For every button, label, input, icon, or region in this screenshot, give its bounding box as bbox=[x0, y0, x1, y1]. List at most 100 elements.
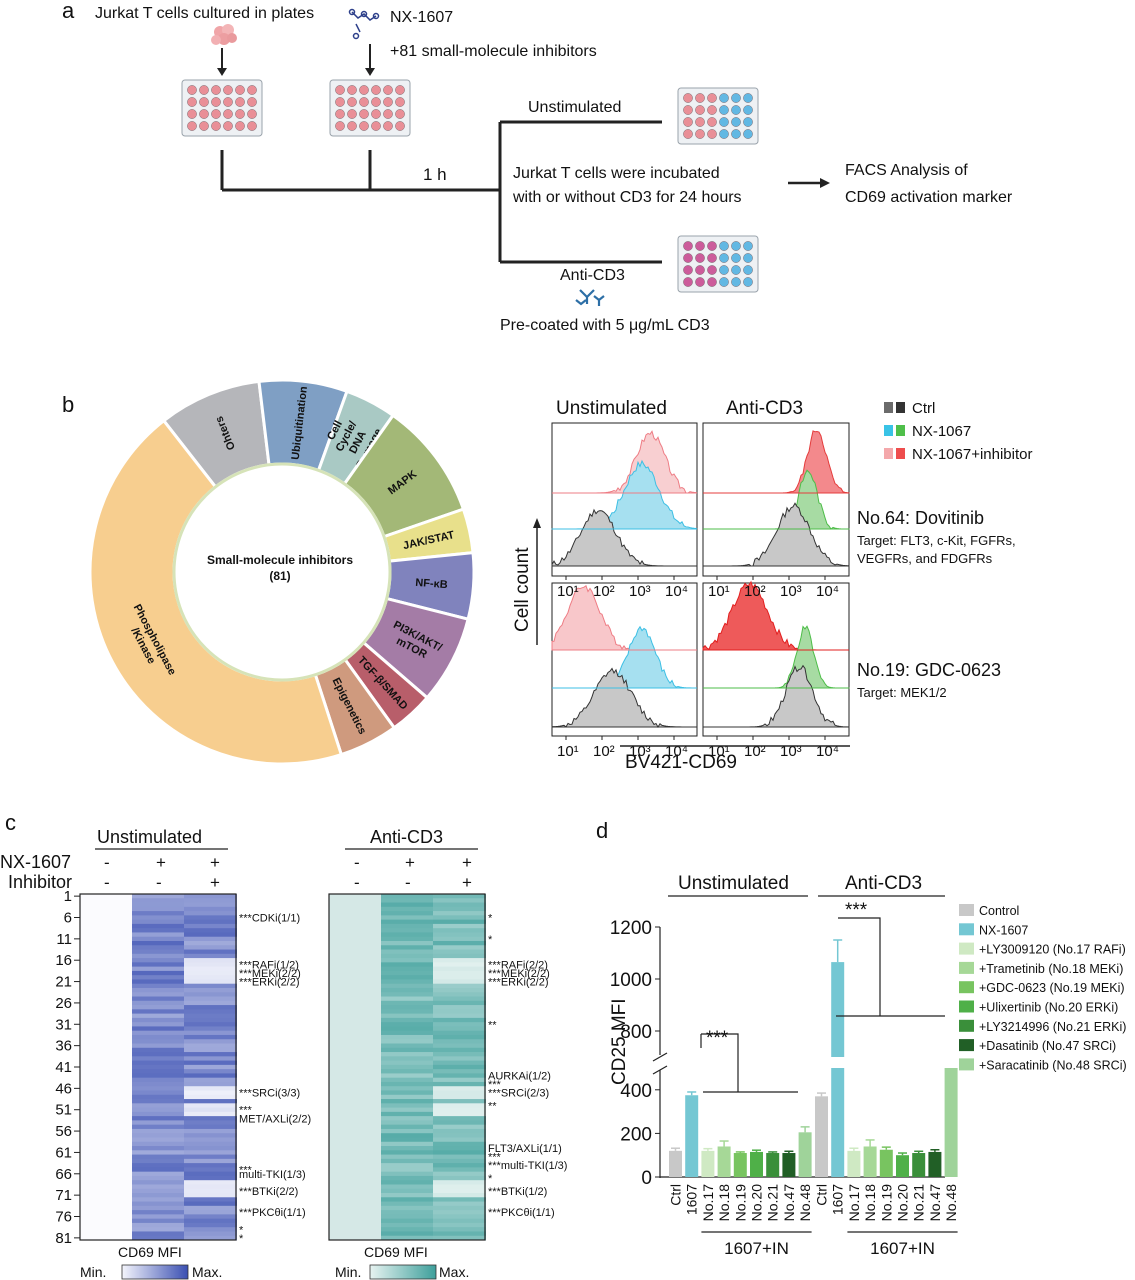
heatmap-cell bbox=[184, 1218, 237, 1224]
inhibitor-sign: - bbox=[156, 873, 162, 892]
plate-well bbox=[347, 109, 357, 119]
plate-well bbox=[347, 85, 357, 95]
heatmap-y-tick: 1 bbox=[64, 888, 72, 905]
bar-title-unstim: Unstimulated bbox=[678, 873, 789, 894]
heatmap-cell bbox=[381, 1137, 434, 1143]
heatmap-cell bbox=[184, 1120, 237, 1126]
plate-well bbox=[211, 85, 221, 95]
heatmap-cell bbox=[433, 992, 486, 998]
heatmap-cell bbox=[132, 1094, 185, 1100]
heatmap-cell bbox=[184, 966, 237, 972]
heatmap-cell bbox=[184, 923, 237, 929]
heatmap-cell bbox=[132, 1184, 185, 1190]
hist-title-anti: Anti-CD3 bbox=[726, 398, 803, 419]
heatmap-cell bbox=[433, 970, 486, 976]
heatmap-cell bbox=[433, 1090, 486, 1096]
heatmap-cell bbox=[132, 1154, 185, 1160]
row-label-nx: NX-1607 bbox=[0, 852, 71, 872]
heatmap-cell bbox=[381, 1052, 434, 1057]
plate-well bbox=[683, 117, 693, 127]
x-tick-label: No.19 bbox=[878, 1184, 894, 1222]
sig-label: *** bbox=[706, 1028, 729, 1049]
plate-well bbox=[359, 109, 369, 119]
heatmap-y-tick: 81 bbox=[55, 1230, 72, 1247]
legend-ctrl: Ctrl bbox=[912, 400, 935, 417]
legend-swatch bbox=[959, 1058, 974, 1071]
heatmap-cell bbox=[433, 1009, 486, 1015]
heatmap-cell bbox=[132, 936, 185, 942]
heatmap-cell bbox=[433, 1064, 486, 1070]
heatmap-y-tick: 71 bbox=[55, 1187, 72, 1204]
legend-swatch bbox=[959, 981, 974, 994]
heatmap-cell bbox=[381, 1171, 434, 1177]
heatmap-cell bbox=[184, 949, 237, 955]
bar-y-label: CD25 MFI bbox=[609, 998, 630, 1085]
heatmap-y-tick: 46 bbox=[55, 1080, 72, 1097]
heatmap-y-tick: 66 bbox=[55, 1166, 72, 1183]
heatmap-cell bbox=[433, 979, 486, 985]
bar bbox=[928, 1151, 942, 1177]
plate-well bbox=[743, 93, 753, 103]
heatmap-cell bbox=[433, 1205, 486, 1211]
plate-well bbox=[683, 277, 693, 287]
unstim-annotation: *** bbox=[239, 1105, 253, 1117]
heatmap-cell bbox=[184, 1043, 237, 1049]
plate-well bbox=[359, 97, 369, 107]
heatmap-cell bbox=[433, 1167, 486, 1173]
heatmap-cell bbox=[184, 1184, 237, 1190]
inhibitor-sign: - bbox=[104, 873, 110, 892]
plate-well bbox=[223, 97, 233, 107]
heatmap-cell bbox=[132, 1218, 185, 1224]
heatmap-cell bbox=[433, 975, 486, 980]
heatmap-cell bbox=[433, 906, 486, 912]
heatmap-cell bbox=[433, 1099, 486, 1104]
heatmap-cell bbox=[132, 1056, 185, 1062]
heatmap-cell bbox=[184, 1005, 237, 1010]
plate-well bbox=[683, 265, 693, 275]
y-tick-label: 0 bbox=[641, 1168, 652, 1189]
heatmap-cell bbox=[381, 1150, 434, 1156]
legend-label: +Dasatinib (No.47 SRCi) bbox=[979, 1039, 1116, 1053]
heatmap-cell bbox=[184, 1073, 237, 1079]
inhibitor-sign: + bbox=[210, 873, 220, 892]
scale-title-anti: CD69 MFI bbox=[364, 1244, 428, 1260]
incubation-text-1: Jurkat T cells were incubated bbox=[513, 165, 720, 182]
plate-well bbox=[731, 253, 741, 263]
heatmap-cell bbox=[433, 932, 486, 938]
hist-title-unstim: Unstimulated bbox=[556, 398, 667, 419]
heatmap-cell bbox=[381, 1009, 434, 1015]
heatmap-cell bbox=[184, 1064, 237, 1070]
plate-well bbox=[743, 253, 753, 263]
panel-a: a Jurkat T cells cultured in plates NX-1… bbox=[62, 0, 1013, 334]
heatmap-cell bbox=[184, 1026, 237, 1032]
anti-annotation: ** bbox=[488, 1100, 497, 1112]
plate-well bbox=[371, 121, 381, 131]
well-plate-icon bbox=[181, 79, 263, 137]
heatmap-cell bbox=[184, 992, 237, 998]
precoat-label: Pre-coated with 5 μg/mL CD3 bbox=[500, 317, 710, 334]
heatmap-y-tick: 51 bbox=[55, 1102, 72, 1119]
axis-break bbox=[652, 1052, 668, 1062]
heatmap-y-tick: 21 bbox=[55, 974, 72, 991]
legend-label: +LY3009120 (No.17 RAFi) bbox=[979, 943, 1126, 957]
heatmap-cell bbox=[433, 1235, 486, 1241]
donut-chart: OhtersUbiquitinationCellCycle/DNADamageM… bbox=[88, 378, 476, 766]
heatmap-cell bbox=[132, 1034, 185, 1040]
plate-well bbox=[719, 277, 729, 287]
legend-nx-inhibitor: NX-1067+inhibitor bbox=[912, 446, 1033, 463]
heatmap-cell bbox=[132, 1214, 185, 1220]
arrow-icon bbox=[365, 44, 375, 76]
inhibitors-label: +81 small-molecule inhibitors bbox=[390, 43, 597, 60]
legend-swatch bbox=[959, 1019, 974, 1032]
heatmap-cell bbox=[381, 919, 434, 925]
heatmap-cell bbox=[433, 1158, 486, 1164]
heatmap-cell bbox=[132, 898, 185, 904]
heatmap-cell bbox=[381, 911, 434, 916]
heatmap-cell bbox=[381, 1231, 434, 1237]
heatmap-cell bbox=[433, 1030, 486, 1036]
heatmap-cell bbox=[132, 919, 185, 925]
heatmap-cell bbox=[132, 945, 185, 951]
unstim-annotations: ***CDKi(1/1)***RAFi(1/2)***MEKi(2/2)***E… bbox=[239, 912, 311, 1244]
